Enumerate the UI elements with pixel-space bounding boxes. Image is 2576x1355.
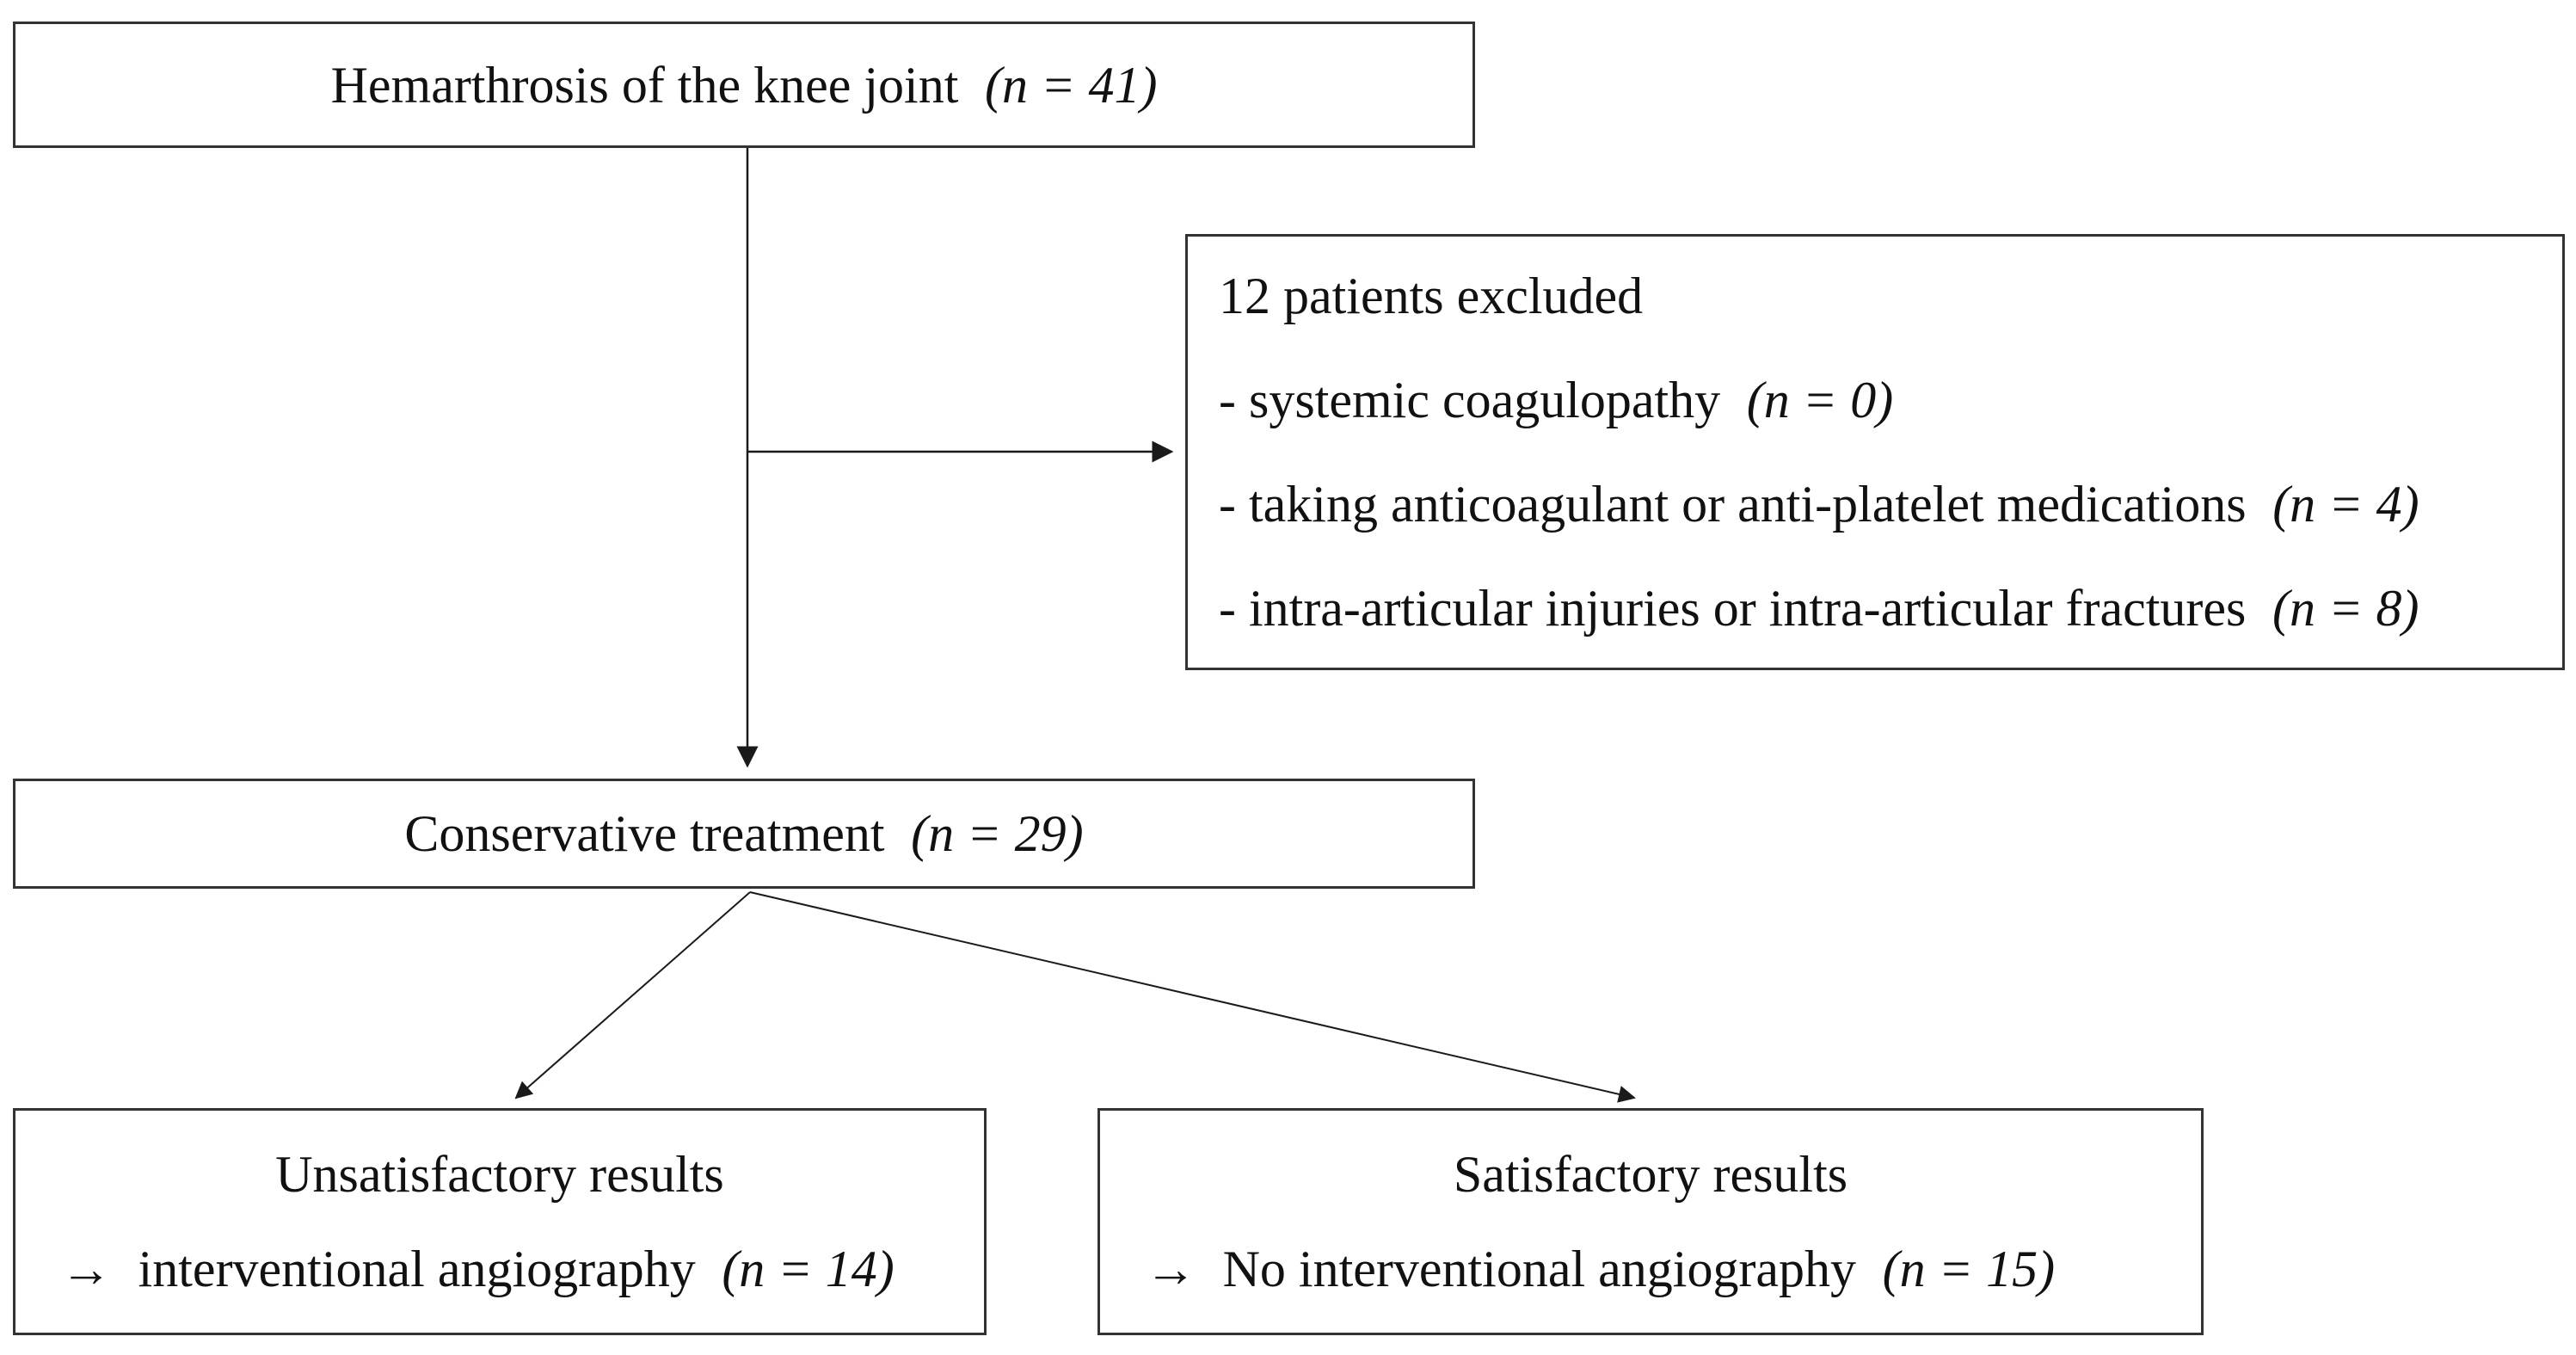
arrow-conservative-to-satisfactory [749,891,1636,1103]
right-arrow-icon: → [60,1241,112,1297]
node-hemarthrosis-count: (n = 41) [984,56,1158,114]
excluded-item: - taking anticoagulant or anti-platelet … [1219,453,2542,555]
node-satisfactory-text: No interventional angiography [1222,1241,1857,1297]
node-hemarthrosis: Hemarthrosis of the knee joint (n = 41) [13,22,1475,148]
excluded-item-text: - intra-articular injuries or intra-arti… [1219,580,2247,637]
excluded-heading: 12 patients excluded [1219,268,1644,324]
node-satisfactory: Satisfactory results → No interventional… [1097,1108,2204,1335]
right-arrow-icon: → [1145,1241,1196,1297]
node-conservative-label: Conservative treatment (n = 29) [404,803,1083,865]
excluded-item-text: - systemic coagulopathy [1219,372,1721,428]
excluded-item: - intra-articular injuries or intra-arti… [1219,557,2542,659]
excluded-item-count: (n = 0) [1746,372,1894,428]
node-hemarthrosis-label: Hemarthrosis of the knee joint (n = 41) [331,54,1158,116]
node-satisfactory-detail: → No interventional angiography (n = 15) [1100,1238,2201,1300]
node-hemarthrosis-text: Hemarthrosis of the knee joint [330,56,959,114]
node-conservative-text: Conservative treatment [404,805,885,862]
node-conservative-count: (n = 29) [911,805,1084,862]
node-unsatisfactory-count: (n = 14) [722,1241,895,1297]
node-unsatisfactory-text: interventional angiography [138,1241,696,1297]
excluded-item-text: - taking anticoagulant or anti-platelet … [1219,476,2247,533]
node-unsatisfactory: Unsatisfactory results → interventional … [13,1108,987,1335]
excluded-item-count: (n = 4) [2272,476,2419,533]
excluded-item: - systemic coagulopathy (n = 0) [1219,349,2542,451]
node-excluded: 12 patients excluded - systemic coagulop… [1185,234,2565,670]
node-unsatisfactory-title: Unsatisfactory results [275,1146,724,1203]
node-satisfactory-title: Satisfactory results [1453,1146,1848,1203]
node-conservative: Conservative treatment (n = 29) [13,779,1475,889]
node-unsatisfactory-detail: → interventional angiography (n = 14) [15,1238,984,1300]
excluded-item-count: (n = 8) [2272,580,2419,637]
arrow-conservative-to-unsatisfactory [514,891,751,1099]
node-satisfactory-count: (n = 15) [1882,1241,2056,1297]
